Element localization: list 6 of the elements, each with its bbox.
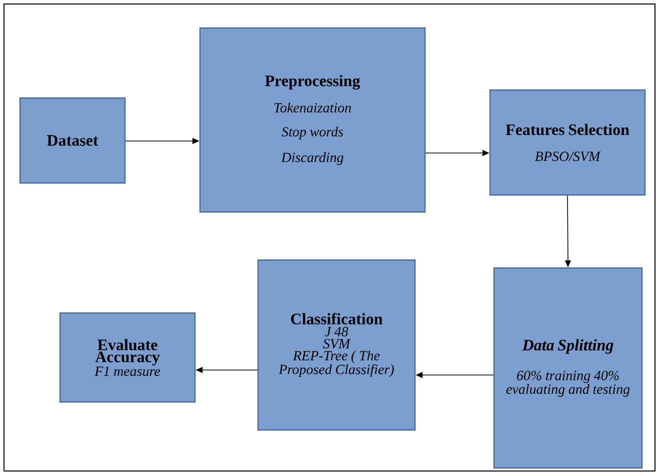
process-box: Preprocessing Tokenaization Stop words Discarding — [199, 27, 426, 213]
process-box: Data Splitting 60% training 40% evaluating and testing — [493, 267, 643, 469]
process-box: Evaluate Accuracy F1 measure — [59, 312, 196, 403]
process-box: Classification J 48 SVM REP-Tree ( The Proposed Classifier) — [257, 259, 416, 431]
process-box: Dataset — [19, 97, 126, 184]
process-box: Features Selection BPSO/SVM — [489, 89, 646, 196]
